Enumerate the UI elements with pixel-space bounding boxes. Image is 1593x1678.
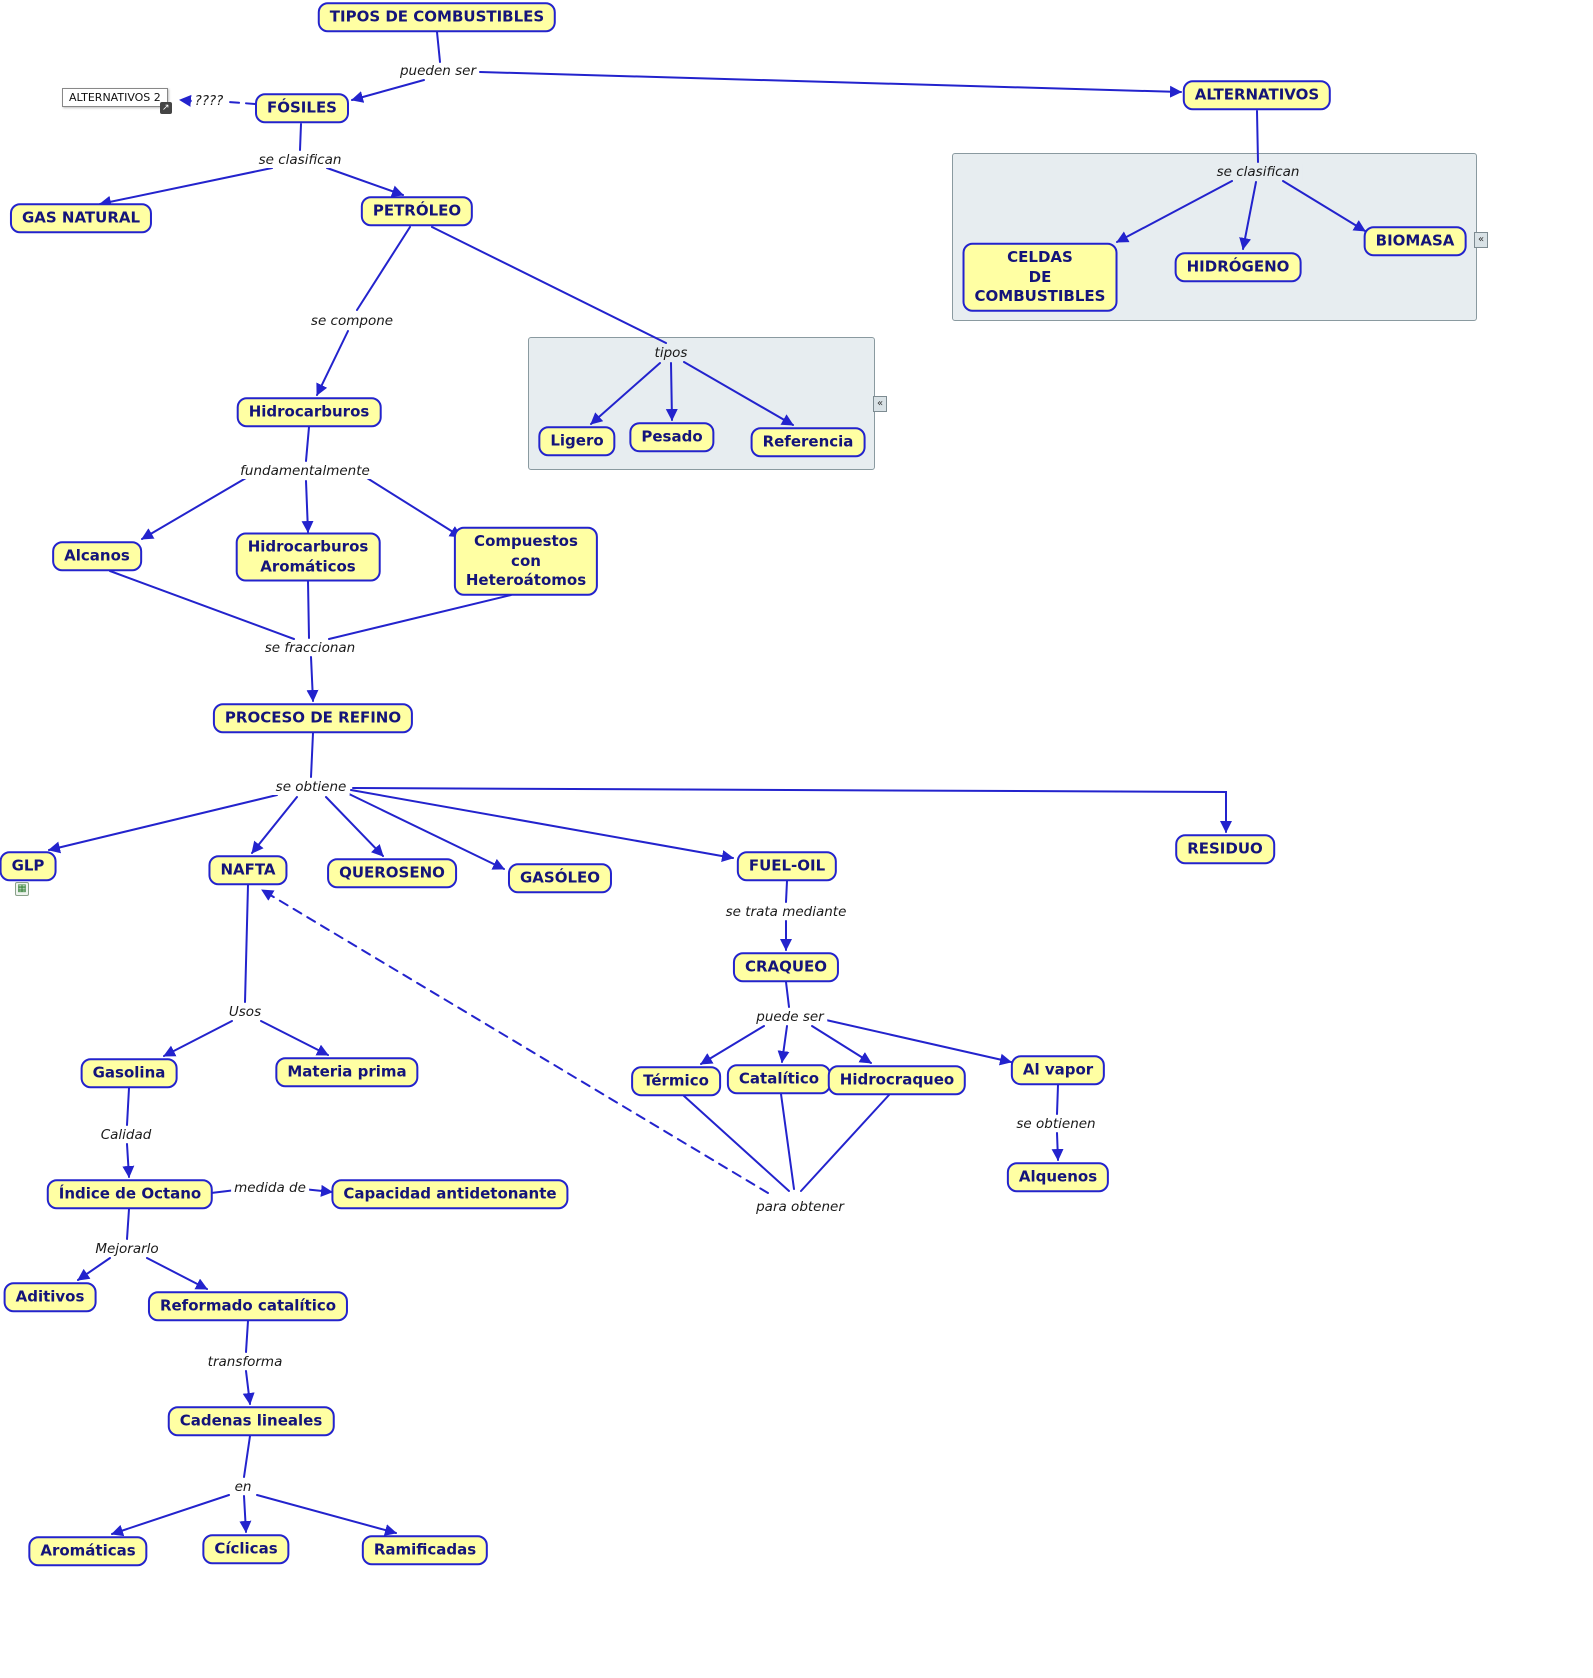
edges bbox=[48, 31, 1366, 1537]
node-ciclicas[interactable]: Cíclicas bbox=[202, 1534, 290, 1564]
node-petroleo[interactable]: PETRÓLEO bbox=[360, 196, 474, 226]
link-label-en[interactable]: en bbox=[231, 1479, 255, 1495]
node-cadenas-lineales[interactable]: Cadenas lineales bbox=[167, 1406, 335, 1436]
link-label-se-fraccionan[interactable]: se fraccionan bbox=[261, 640, 359, 656]
node-aromaticas[interactable]: Aromáticas bbox=[28, 1536, 148, 1566]
linked-cmap-label: ALTERNATIVOS 2 bbox=[69, 91, 161, 104]
node-tipos-de-combustibles[interactable]: TIPOS DE COMBUSTIBLES bbox=[317, 2, 557, 32]
node-celdas-de-combustibles[interactable]: CELDAS DE COMBUSTIBLES bbox=[962, 242, 1118, 312]
link-label-pueden-ser[interactable]: pueden ser bbox=[396, 63, 480, 79]
node-compuestos-heteroatomos[interactable]: Compuestos con Heteroátomos bbox=[453, 526, 599, 596]
link-label-calidad[interactable]: Calidad bbox=[97, 1127, 155, 1143]
link-label-medida-de[interactable]: medida de bbox=[231, 1180, 309, 1196]
external-link-icon: ↗ bbox=[159, 102, 172, 114]
node-fosiles[interactable]: FÓSILES bbox=[255, 93, 349, 123]
node-proceso-de-refino[interactable]: PROCESO DE REFINO bbox=[212, 703, 414, 733]
node-alternativos[interactable]: ALTERNATIVOS bbox=[1182, 80, 1332, 110]
node-aditivos[interactable]: Aditivos bbox=[3, 1282, 97, 1312]
node-hidrocarburos-aromaticos[interactable]: Hidrocarburos Aromáticos bbox=[235, 532, 381, 582]
node-hidrogeno[interactable]: HIDRÓGENO bbox=[1174, 252, 1302, 282]
link-label-para-obtener[interactable]: para obtener bbox=[753, 1199, 847, 1215]
link-label-se-obtiene[interactable]: se obtiene bbox=[272, 779, 350, 795]
collapse-icon-group-alternativos[interactable]: « bbox=[1474, 232, 1488, 248]
node-ligero[interactable]: Ligero bbox=[538, 426, 616, 456]
collapse-icon-group-tipos[interactable]: « bbox=[873, 396, 887, 412]
node-nafta[interactable]: NAFTA bbox=[208, 855, 288, 885]
node-reformado-catalitico[interactable]: Reformado catalítico bbox=[147, 1291, 349, 1321]
node-residuo[interactable]: RESIDUO bbox=[1175, 834, 1275, 864]
node-gasolina[interactable]: Gasolina bbox=[80, 1058, 178, 1088]
node-pesado[interactable]: Pesado bbox=[629, 422, 715, 452]
node-gasoleo[interactable]: GASÓLEO bbox=[507, 863, 613, 893]
node-ramificadas[interactable]: Ramificadas bbox=[361, 1535, 489, 1565]
node-capacidad-antidetonante[interactable]: Capacidad antidetonante bbox=[331, 1179, 569, 1209]
link-label-fundamentalmente[interactable]: fundamentalmente bbox=[237, 463, 373, 479]
link-label-puede-ser[interactable]: puede ser bbox=[753, 1009, 827, 1025]
node-craqueo[interactable]: CRAQUEO bbox=[732, 952, 840, 982]
node-biomasa[interactable]: BIOMASA bbox=[1363, 226, 1467, 256]
glp-attachment-icon[interactable]: ▦ bbox=[15, 882, 29, 896]
link-label-usos[interactable]: Usos bbox=[225, 1004, 265, 1020]
node-referencia[interactable]: Referencia bbox=[750, 427, 866, 457]
link-label-se-obtienen[interactable]: se obtienen bbox=[1013, 1116, 1099, 1132]
node-glp[interactable]: GLP bbox=[0, 851, 57, 881]
node-hidrocraqueo[interactable]: Hidrocraqueo bbox=[827, 1065, 967, 1095]
link-label-mejorarlo[interactable]: Mejorarlo bbox=[92, 1241, 162, 1257]
node-indice-de-octano[interactable]: Índice de Octano bbox=[46, 1179, 214, 1209]
node-queroseno[interactable]: QUEROSENO bbox=[327, 858, 457, 888]
node-catalitico[interactable]: Catalítico bbox=[726, 1064, 832, 1094]
node-gas-natural[interactable]: GAS NATURAL bbox=[9, 203, 153, 233]
node-materia-prima[interactable]: Materia prima bbox=[275, 1057, 419, 1087]
link-label-transforma[interactable]: transforma bbox=[204, 1354, 286, 1370]
link-label-se-clasifican-fosiles[interactable]: se clasifican bbox=[255, 152, 345, 168]
node-termico[interactable]: Térmico bbox=[631, 1066, 721, 1096]
node-alcanos[interactable]: Alcanos bbox=[52, 541, 142, 571]
link-label-se-clasifican-alternativos[interactable]: se clasifican bbox=[1213, 164, 1303, 180]
link-label-se-compone[interactable]: se compone bbox=[307, 313, 397, 329]
node-hidrocarburos[interactable]: Hidrocarburos bbox=[236, 397, 382, 427]
linked-cmap-alternativos2[interactable]: ALTERNATIVOS 2 ↗ bbox=[62, 88, 172, 114]
link-label-interrogantes[interactable]: ???? bbox=[191, 93, 227, 109]
node-fuel-oil[interactable]: FUEL-OIL bbox=[736, 851, 838, 881]
link-label-se-trata-mediante[interactable]: se trata mediante bbox=[722, 904, 850, 920]
link-label-tipos[interactable]: tipos bbox=[651, 345, 691, 361]
node-alquenos[interactable]: Alquenos bbox=[1006, 1162, 1110, 1192]
node-al-vapor[interactable]: Al vapor bbox=[1010, 1055, 1106, 1085]
